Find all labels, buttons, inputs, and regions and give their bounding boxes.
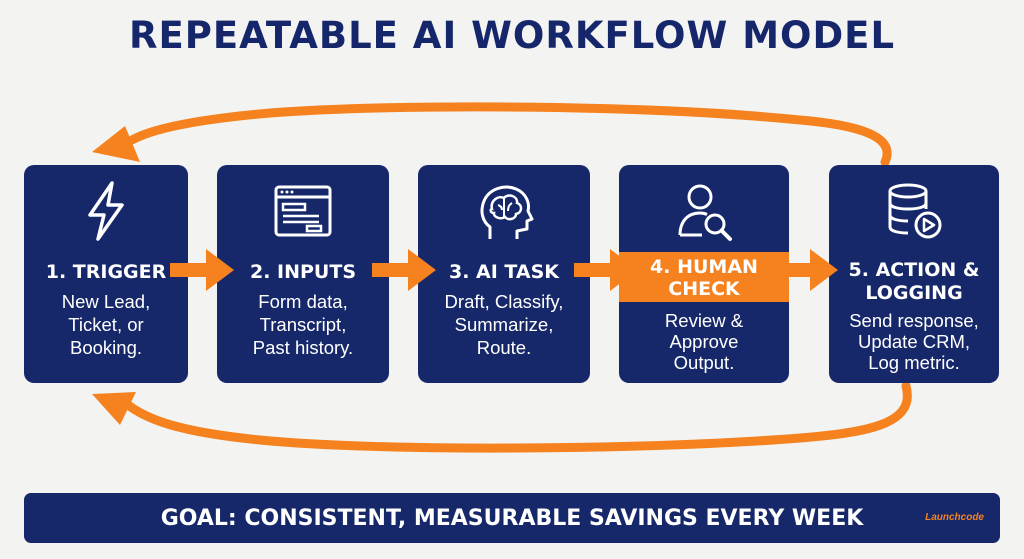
step-label: 3. AI TASK	[448, 261, 560, 283]
step-label: 4. HUMAN	[650, 256, 758, 278]
step-desc-line: Draft, Classify,	[444, 291, 564, 312]
step-card-human-check: 4. HUMAN CHECK Review & Approve Output.	[619, 165, 789, 383]
browser-form-icon	[274, 185, 332, 237]
step-desc-line: Past history.	[252, 337, 354, 358]
step-desc-line: Booking.	[70, 337, 142, 358]
page-title: REPEATABLE AI WORKFLOW MODEL	[128, 14, 896, 57]
step-desc-line: Update CRM,	[857, 331, 971, 352]
step-desc-line: Review &	[664, 310, 744, 331]
flow-arrow	[372, 249, 436, 291]
step-card-trigger: 1. TRIGGER New Lead, Ticket, or Booking.	[24, 165, 188, 383]
step-label: LOGGING	[865, 282, 963, 304]
goal-banner: GOAL: CONSISTENT, MEASURABLE SAVINGS EVE…	[24, 493, 1000, 543]
flow-arrow	[170, 249, 234, 291]
step-desc-line: Transcript,	[259, 314, 347, 335]
step-desc-line: New Lead,	[61, 291, 151, 312]
step-desc-line: Send response,	[849, 310, 979, 331]
step-card-action-logging: 5. ACTION & LOGGING Send response, Updat…	[829, 165, 999, 383]
bottom-loop-arrow	[123, 381, 912, 453]
step-desc-line: Approve	[669, 331, 739, 352]
top-loop-arrow	[127, 102, 892, 167]
step-card-inputs: 2. INPUTS Form data, Transcript, Past hi…	[217, 165, 389, 383]
step-label: 1. TRIGGER	[45, 261, 167, 283]
top-loop-arrowhead	[92, 126, 140, 162]
step-desc-line: Route.	[476, 337, 532, 358]
step-label: 2. INPUTS	[249, 261, 357, 283]
database-play-icon	[888, 183, 942, 239]
flow-arrow	[574, 249, 638, 291]
person-magnifier-icon	[678, 184, 732, 241]
step-card-ai-task: 3. AI TASK Draft, Classify, Summarize, R…	[418, 165, 590, 383]
step-desc-line: Log metric.	[868, 352, 960, 373]
lightning-bolt-icon	[88, 181, 124, 241]
flow-arrow	[774, 249, 838, 291]
human-check-highlight	[619, 252, 789, 302]
brand-logo: Launchcode	[925, 512, 984, 523]
step-desc-line: Output.	[673, 352, 735, 373]
bottom-loop-arrowhead	[92, 392, 136, 425]
step-desc-line: Form data,	[258, 291, 348, 312]
step-label: CHECK	[668, 278, 740, 300]
step-label: 5. ACTION &	[848, 259, 980, 281]
brain-head-icon	[480, 185, 534, 239]
step-desc-line: Summarize,	[454, 314, 554, 335]
step-desc-line: Ticket, or	[68, 314, 144, 335]
goal-text: GOAL: CONSISTENT, MEASURABLE SAVINGS EVE…	[160, 506, 864, 531]
